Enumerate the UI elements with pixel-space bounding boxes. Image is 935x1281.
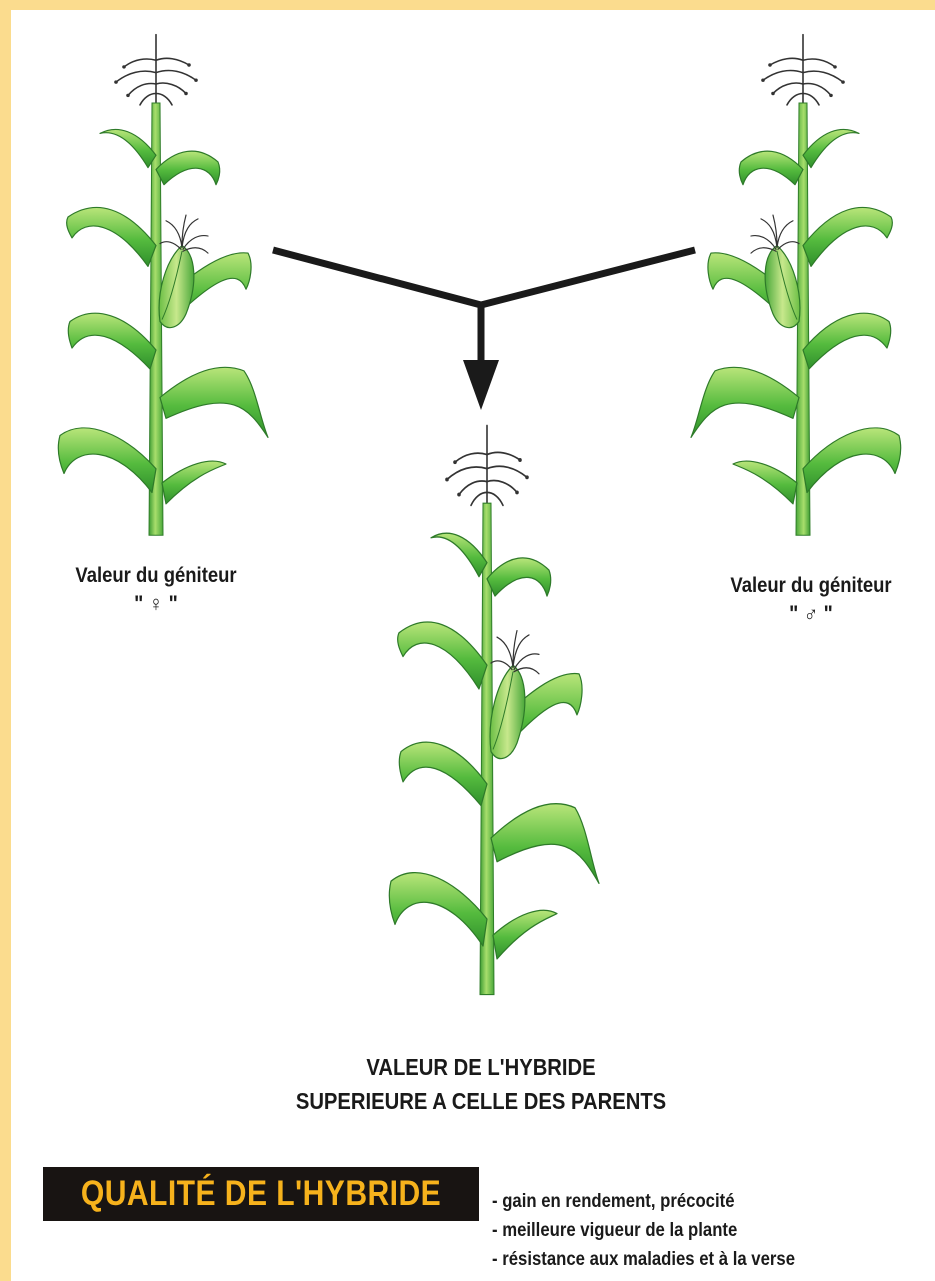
benefits-list: - gain en rendement, précocité - meilleu… xyxy=(492,1187,836,1274)
male-parent-caption: Valeur du géniteur " ♂ " xyxy=(692,572,930,628)
benefit-item: - résistance aux maladies et à la verse xyxy=(492,1245,795,1274)
merge-arrow-icon xyxy=(273,250,695,410)
female-parent-caption: Valeur du géniteur " ♀ " xyxy=(37,562,275,618)
corn-plant-male xyxy=(691,35,901,536)
benefit-item: - gain en rendement, précocité xyxy=(492,1187,795,1216)
male-parent-label: Valeur du géniteur xyxy=(730,574,891,597)
corn-plant-hybrid xyxy=(389,425,599,994)
female-parent-label: Valeur du géniteur xyxy=(75,564,236,587)
male-symbol: " ♂ " xyxy=(692,600,930,628)
benefit-item: - meilleure vigueur de la plante xyxy=(492,1216,795,1245)
female-symbol: " ♀ " xyxy=(37,590,275,618)
hybrid-caption-line-2: SUPERIEURE A CELLE DES PARENTS xyxy=(296,1088,666,1114)
quality-banner: QUALITÉ DE L'HYBRIDE xyxy=(43,1167,479,1221)
hybrid-caption-line-1: VALEUR DE L'HYBRIDE xyxy=(366,1054,595,1080)
quality-title: QUALITÉ DE L'HYBRIDE xyxy=(74,1167,449,1221)
diagram-canvas: Valeur du géniteur " ♀ " Valeur du génit… xyxy=(11,10,935,1281)
corn-plant-female xyxy=(58,35,268,536)
hybrid-caption: VALEUR DE L'HYBRIDE SUPERIEURE A CELLE D… xyxy=(243,1050,718,1118)
